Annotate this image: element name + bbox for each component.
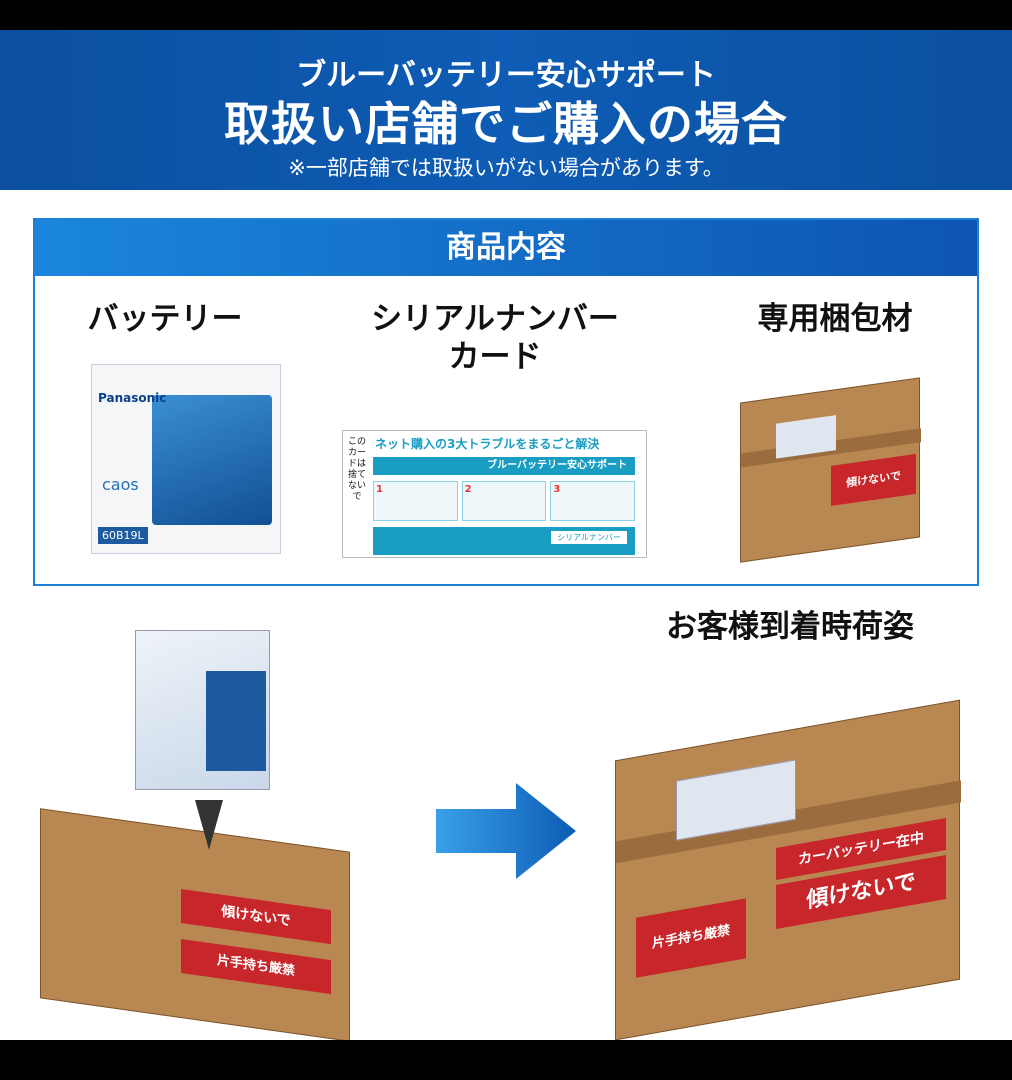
card-step: 2	[461, 481, 547, 521]
battery-brand: Panasonic	[98, 391, 167, 405]
item-label-serial-card: シリアルナンバー カード	[371, 301, 619, 375]
arrival-label: お客様到着時荷姿	[666, 609, 914, 645]
contents-panel: 商品内容 バッテリー シリアルナンバー カード 専用梱包材 Panasonic …	[33, 218, 979, 586]
open-box-warning: 傾けないで	[181, 889, 331, 945]
open-box-handle-label: 片手持ち厳禁	[181, 939, 331, 995]
box-handle-label: 片手持ち厳禁	[636, 898, 746, 978]
card-step: 1	[373, 481, 458, 521]
battery-side	[206, 671, 266, 771]
contents-heading: 商品内容	[35, 220, 977, 276]
card-step: 3	[550, 481, 636, 521]
page: ブルーバッテリー安心サポート 取扱い店舗でご購入の場合 ※一部店舗では取扱いがな…	[0, 30, 1012, 1042]
card-steps: 1 2 3	[373, 481, 636, 521]
item-label-battery: バッテリー	[87, 301, 243, 337]
header-note: ※一部店舗では取扱いがない場合があります。	[288, 156, 724, 180]
card-serial-label: シリアルナンバー	[551, 531, 627, 544]
battery-series: caos	[102, 475, 139, 494]
battery-image: Panasonic caos 60B19L	[91, 364, 281, 554]
card-banner: ブルーバッテリー安心サポート	[373, 457, 635, 475]
right-arrow-icon	[436, 783, 576, 879]
box-warning-label: 傾けないで	[831, 453, 916, 506]
card-headline: ネット購入の3大トラブルをまるごと解決	[375, 437, 600, 451]
packaging-box-image: 傾けないで	[740, 377, 921, 563]
bottom-bar	[0, 1040, 1012, 1080]
arrival-box-image: カーバッテリー在中 傾けないで 片手持ち厳禁	[615, 699, 961, 1041]
header-title: 取扱い店舗でご購入の場合	[224, 97, 788, 151]
battery-in-box-image	[135, 630, 270, 790]
card-serial-field: シリアルナンバー	[373, 527, 635, 555]
header-subtitle: ブルーバッテリー安心サポート	[296, 58, 716, 93]
serial-number-card-image: このカードは捨てないで ネット購入の3大トラブルをまるごと解決 ブルーバッテリー…	[342, 430, 647, 558]
card-side-text: このカードは捨てないで	[347, 437, 366, 502]
down-arrow-icon	[195, 800, 223, 850]
battery-body	[152, 395, 272, 525]
header-banner: ブルーバッテリー安心サポート 取扱い店舗でご購入の場合 ※一部店舗では取扱いがな…	[0, 30, 1012, 190]
battery-model: 60B19L	[98, 527, 148, 544]
item-label-packaging: 専用梱包材	[757, 301, 913, 337]
